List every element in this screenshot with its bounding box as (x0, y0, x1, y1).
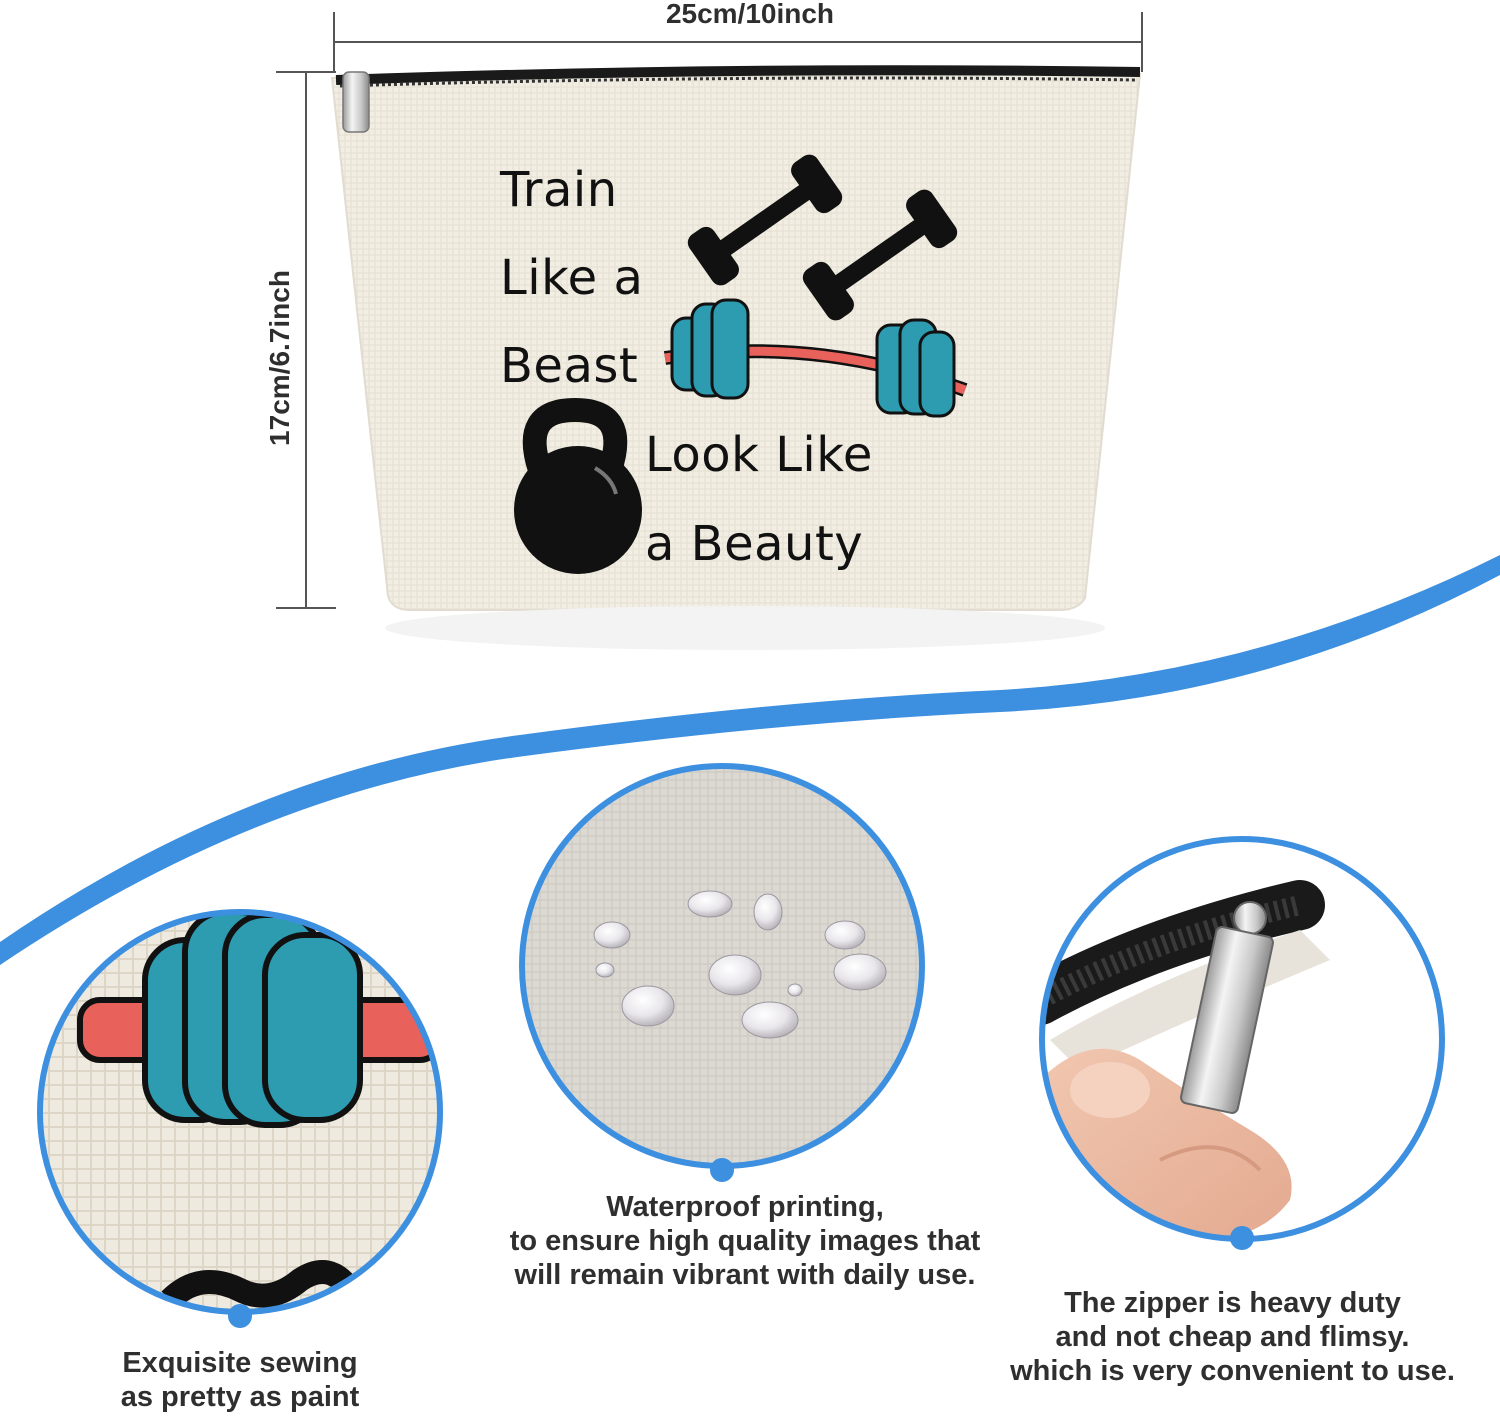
printing-caption-line: to ensure high quality images that (509, 1225, 981, 1257)
width-dimension-line (333, 12, 1143, 72)
barbell-icon (663, 298, 968, 418)
bag-print-line-2: Like a (500, 250, 644, 306)
water-drops-icon (593, 890, 887, 1039)
zipper-caption: The zipper is heavy duty and not cheap a… (960, 1286, 1500, 1388)
height-dimension-label: 17cm/6.7inch (264, 270, 295, 446)
bag-print-line-5: a Beauty (645, 516, 864, 572)
width-dimension-label: 25cm/10inch (665, 0, 835, 29)
bag-print-line-4: Look Like (645, 427, 873, 483)
zipper-detail-circle (1039, 836, 1445, 1250)
zipper-caption-line: and not cheap and flimsy. (1055, 1321, 1410, 1353)
bag-print-line-1: Train (500, 162, 618, 218)
zipper-caption-line: which is very convenient to use. (1010, 1355, 1455, 1387)
zipper-caption-line: The zipper is heavy duty (1064, 1287, 1401, 1319)
waterproof-detail-circle (519, 763, 925, 1182)
kettlebell-icon (514, 397, 642, 574)
sewing-detail-circle (37, 909, 443, 1328)
printing-caption-line: Waterproof printing, (606, 1191, 884, 1223)
printing-caption-line: will remain vibrant with daily use. (514, 1259, 976, 1291)
zipper-pull-icon (342, 71, 370, 133)
bag-print-line-3: Beast (500, 338, 639, 394)
zipper-slider-icon (1180, 926, 1274, 1114)
dumbbell-icon (687, 154, 843, 286)
sewing-caption: Exquisite sewing as pretty as paint (60, 1346, 420, 1414)
dumbbell-icon-2 (802, 189, 958, 321)
height-dimension-line (276, 71, 336, 609)
sewing-caption-line: Exquisite sewing (122, 1347, 358, 1379)
printing-caption: Waterproof printing, to ensure high qual… (470, 1190, 1020, 1292)
sewing-caption-line: as pretty as paint (120, 1381, 360, 1413)
